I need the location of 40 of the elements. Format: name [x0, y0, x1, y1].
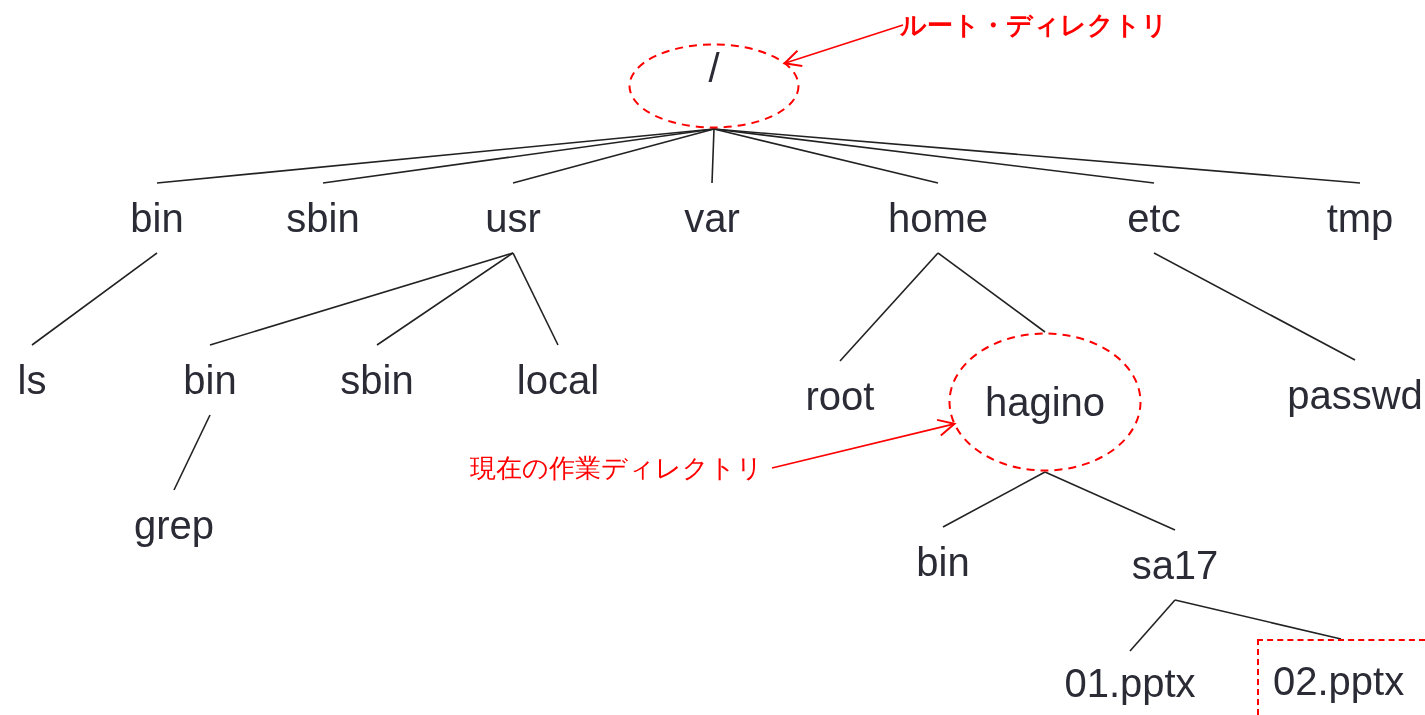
- directory-label: home: [873, 183, 1003, 253]
- tree-line: [322, 128, 715, 184]
- directory-label: sbin: [327, 345, 427, 415]
- tree-line: [173, 414, 211, 491]
- directory-label: 01.pptx: [1055, 651, 1205, 715]
- tree-line: [839, 252, 939, 362]
- directory-label: tmp: [1315, 183, 1405, 253]
- directory-label: sa17: [1120, 530, 1230, 600]
- arrow: [783, 24, 904, 67]
- tree-line: [512, 252, 559, 346]
- directory-label: passwd: [1287, 360, 1423, 430]
- arrow: [771, 418, 956, 469]
- directory-label: local: [503, 345, 613, 415]
- tree-line: [156, 128, 715, 184]
- directory-label: ls: [7, 345, 57, 415]
- tree-line: [942, 471, 1046, 528]
- tree-line: [713, 128, 1361, 184]
- callout-label: 現在の作業ディレクトリ: [460, 450, 772, 486]
- tree-line: [1153, 252, 1356, 361]
- tree-line: [711, 128, 715, 184]
- directory-label: sbin: [273, 183, 373, 253]
- tree-line: [376, 252, 514, 346]
- tree-line: [209, 252, 514, 346]
- tree-line: [1044, 471, 1176, 531]
- directory-label: bin: [117, 183, 197, 253]
- tree-line: [937, 252, 1046, 333]
- directory-label: bin: [903, 527, 983, 597]
- tree-line: [512, 128, 715, 184]
- highlighted-file: 02.pptx: [1257, 639, 1425, 715]
- directory-label: var: [672, 183, 752, 253]
- directory-label: bin: [170, 345, 250, 415]
- tree-line: [1129, 599, 1176, 652]
- directory-label: grep: [124, 490, 224, 560]
- directory-label: /: [708, 48, 720, 88]
- directory-label: hagino: [984, 382, 1106, 422]
- directory-label: root: [790, 361, 890, 431]
- tree-line: [1174, 599, 1342, 640]
- tree-line: [31, 252, 158, 346]
- directory-label: usr: [473, 183, 553, 253]
- directory-label: etc: [1114, 183, 1194, 253]
